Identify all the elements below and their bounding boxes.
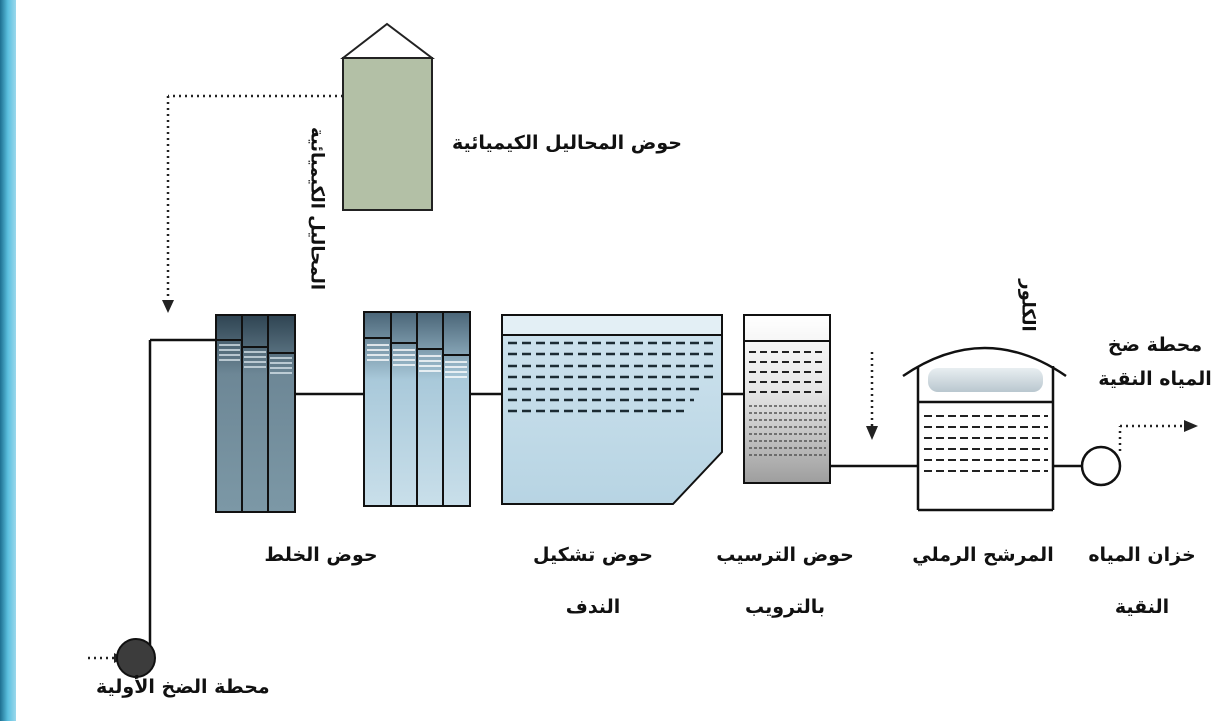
sand-filter (902, 346, 1067, 512)
chemical-feed-arrow (162, 300, 174, 313)
left-stripe (0, 0, 16, 721)
outflow-arrow (1184, 420, 1198, 432)
chemical-tank (340, 22, 435, 211)
floc-formation-basin (501, 314, 723, 505)
clean-tank-label-1: خزان المياه (1088, 544, 1196, 566)
chemical-solutions-label: المحاليل الكيميائية (306, 126, 328, 291)
mixing-basin-label: حوض الخلط (264, 544, 378, 566)
clean-pump-label-1: محطة ضخ (1107, 334, 1203, 356)
flocculation-columns (363, 311, 471, 507)
sedimentation-label-1: حوض الترسيب (716, 544, 854, 566)
sand-filter-label: المرشح الرملي (912, 544, 1054, 566)
sedimentation-label-2: بالترويب (744, 596, 826, 618)
raw-water-pipe (148, 338, 216, 648)
primary-pump-label: محطة الضخ الأولية (96, 676, 270, 698)
clean-pump-label-2: المياه النقية (1098, 368, 1212, 390)
clean-tank-label-2: النقية (1114, 596, 1170, 618)
sedimentation-basin (743, 314, 831, 484)
mixing-basin (215, 314, 296, 513)
chemical-feed-line (166, 94, 343, 300)
clean-tank-icon (1080, 445, 1122, 487)
flocculation-label-2: الندف (565, 596, 621, 618)
primary-pump-icon (116, 638, 156, 678)
chlorine-feed-arrow (866, 426, 878, 440)
chlorine-label: الكلور (1017, 279, 1039, 332)
chemical-tank-label: حوض المحاليل الكيميائية (452, 132, 682, 154)
flocculation-label-1: حوض تشكيل (532, 544, 653, 566)
